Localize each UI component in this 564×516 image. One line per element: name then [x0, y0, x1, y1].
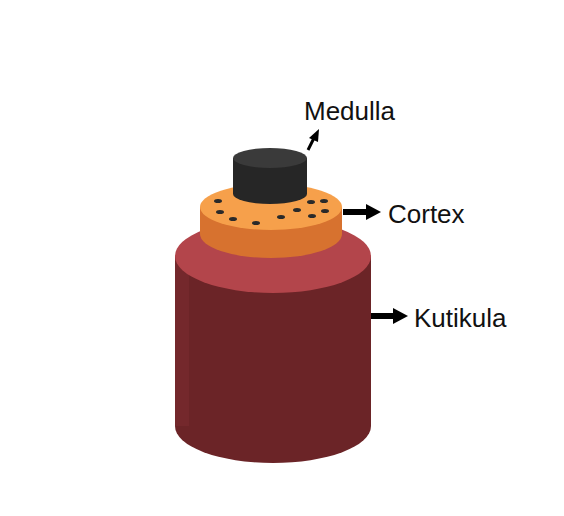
cuticle-shade: [175, 256, 189, 426]
medulla-arrow-head: [309, 129, 319, 142]
part-label: Cortex: [388, 201, 465, 227]
cuticle-arrow-line: [371, 313, 395, 319]
medulla-top: [233, 148, 307, 168]
cortex-arrow-line: [343, 209, 368, 215]
part-label: Kutikula: [414, 305, 507, 331]
medulla-core: [233, 148, 307, 204]
cortex-arrow-head: [366, 204, 381, 220]
cuticle-arrow-head: [393, 308, 408, 324]
part-label: Medulla: [304, 98, 395, 124]
